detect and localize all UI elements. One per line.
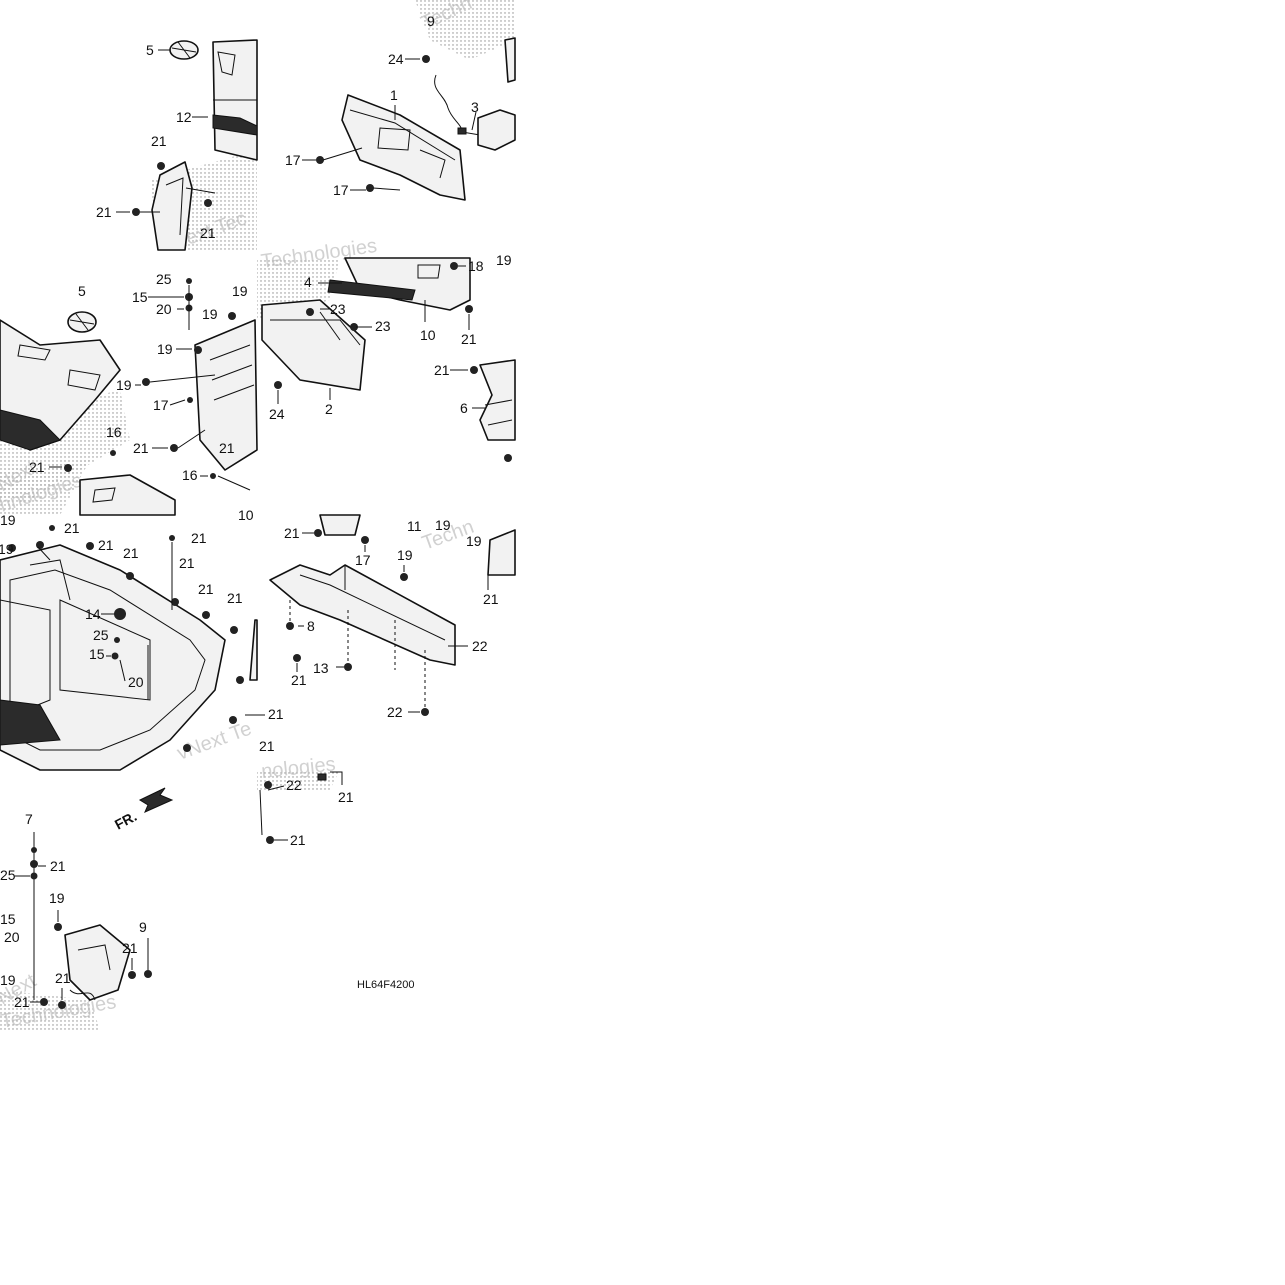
callout-label: 19 bbox=[202, 306, 218, 322]
callout-label: 20 bbox=[4, 929, 20, 945]
callout-label: 19 bbox=[496, 252, 512, 268]
callout-label: 21 bbox=[123, 545, 139, 561]
callout-label: 21 bbox=[291, 672, 307, 688]
callout-label: 21 bbox=[284, 525, 300, 541]
callout-label: 22 bbox=[387, 704, 403, 720]
part-group-main-frame bbox=[0, 525, 258, 771]
callout-label: 19 bbox=[49, 890, 65, 906]
callout-label: 21 bbox=[268, 706, 284, 722]
callout-label: 17 bbox=[333, 182, 349, 198]
callout-label: 23 bbox=[375, 318, 391, 334]
callout-label: 21 bbox=[14, 994, 30, 1010]
callout-label: 6 bbox=[460, 400, 468, 416]
callout-labels: 9 24 1 3 17 17 5 12 21 21 21 4 18 19 23 … bbox=[0, 13, 512, 1010]
callout-label: 19 bbox=[0, 541, 14, 557]
callout-label: 19 bbox=[435, 517, 451, 533]
watermark-text: vNext Te bbox=[174, 718, 254, 765]
callout-label: 16 bbox=[106, 424, 122, 440]
callout-label: 25 bbox=[0, 867, 16, 883]
callout-label: 21 bbox=[179, 555, 195, 571]
callout-label: 21 bbox=[259, 738, 275, 754]
callout-label: 25 bbox=[156, 271, 172, 287]
callout-label: 20 bbox=[128, 674, 144, 690]
callout-label: 19 bbox=[0, 972, 16, 988]
callout-label: 21 bbox=[198, 581, 214, 597]
callout-label: 21 bbox=[122, 940, 138, 956]
callout-label: 23 bbox=[330, 301, 346, 317]
callout-label: 2 bbox=[325, 401, 333, 417]
callout-label: 21 bbox=[133, 440, 149, 456]
diagram-code: HL64F4200 bbox=[357, 979, 415, 991]
callout-label: 24 bbox=[388, 51, 404, 67]
callout-label: 19 bbox=[0, 512, 16, 528]
callout-leaders bbox=[15, 49, 489, 1003]
part-group-dashboard bbox=[0, 278, 258, 516]
callout-label: 19 bbox=[397, 547, 413, 563]
callout-label: 16 bbox=[182, 467, 198, 483]
callout-label: 21 bbox=[96, 204, 112, 220]
callout-label: 17 bbox=[355, 552, 371, 568]
callout-label: 21 bbox=[55, 970, 71, 986]
callout-label: 7 bbox=[25, 811, 33, 827]
callout-label: 15 bbox=[0, 911, 16, 927]
callout-label: 21 bbox=[191, 530, 207, 546]
part-group-front-bracket bbox=[316, 37, 516, 201]
callout-label: 13 bbox=[313, 660, 329, 676]
callout-label: 12 bbox=[176, 109, 192, 125]
callout-label: 3 bbox=[471, 99, 479, 115]
callout-label: 20 bbox=[156, 301, 172, 317]
callout-label: 15 bbox=[132, 289, 148, 305]
callout-label: 9 bbox=[139, 919, 147, 935]
callout-label: 21 bbox=[434, 362, 450, 378]
callout-label: 19 bbox=[116, 377, 132, 393]
part-group-upper-cover bbox=[132, 39, 258, 251]
callout-label: 21 bbox=[29, 459, 45, 475]
part-group-skid-plate bbox=[269, 514, 516, 716]
callout-label: 5 bbox=[146, 42, 154, 58]
callout-label: 9 bbox=[427, 13, 435, 29]
callout-label: 21 bbox=[64, 520, 80, 536]
callout-label: 21 bbox=[50, 858, 66, 874]
callout-label: 22 bbox=[286, 777, 302, 793]
callout-label: 19 bbox=[232, 283, 248, 299]
callout-label: 21 bbox=[200, 225, 216, 241]
callout-label: 19 bbox=[157, 341, 173, 357]
callout-label: 17 bbox=[153, 397, 169, 413]
callout-label: 21 bbox=[227, 590, 243, 606]
callout-label: 18 bbox=[468, 258, 484, 274]
callout-label: 21 bbox=[151, 133, 167, 149]
callout-label: 21 bbox=[461, 331, 477, 347]
callout-label: 21 bbox=[483, 591, 499, 607]
part-group-under-panel bbox=[261, 257, 516, 462]
callout-label: 5 bbox=[78, 283, 86, 299]
callout-label: 11 bbox=[407, 518, 422, 534]
callout-label: 15 bbox=[89, 646, 105, 662]
callout-label: 10 bbox=[420, 327, 436, 343]
part-group-lower-support bbox=[30, 787, 174, 1009]
callout-label: 24 bbox=[269, 406, 285, 422]
callout-label: 25 bbox=[93, 627, 109, 643]
callout-label: 1 bbox=[390, 87, 398, 103]
callout-label: 19 bbox=[466, 533, 482, 549]
callout-label: 8 bbox=[307, 618, 315, 634]
callout-label: 14 bbox=[85, 606, 101, 622]
callout-label: 21 bbox=[98, 537, 114, 553]
part-group-small-clips bbox=[259, 771, 343, 844]
callout-label: 21 bbox=[219, 440, 235, 456]
callout-label: 10 bbox=[238, 507, 254, 523]
callout-label: 17 bbox=[285, 152, 301, 168]
callout-label: 4 bbox=[304, 274, 312, 290]
callout-label: 21 bbox=[290, 832, 306, 848]
front-direction-label: FR. bbox=[112, 808, 139, 833]
callout-label: 22 bbox=[472, 638, 488, 654]
callout-label: 21 bbox=[338, 789, 354, 805]
